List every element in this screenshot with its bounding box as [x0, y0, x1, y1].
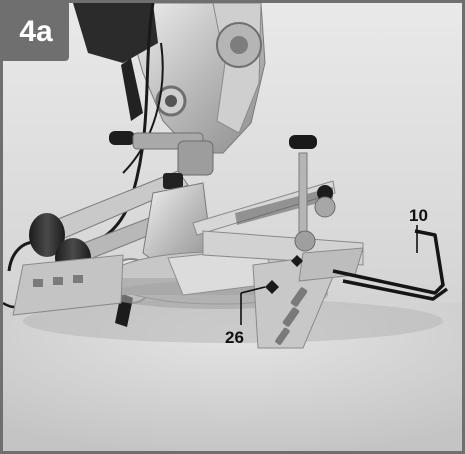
miter-saw-photo — [3, 3, 462, 451]
callout-label-26: 26 — [225, 328, 244, 347]
callout-label-10: 10 — [409, 206, 428, 225]
figure-badge: 4a — [3, 3, 69, 61]
